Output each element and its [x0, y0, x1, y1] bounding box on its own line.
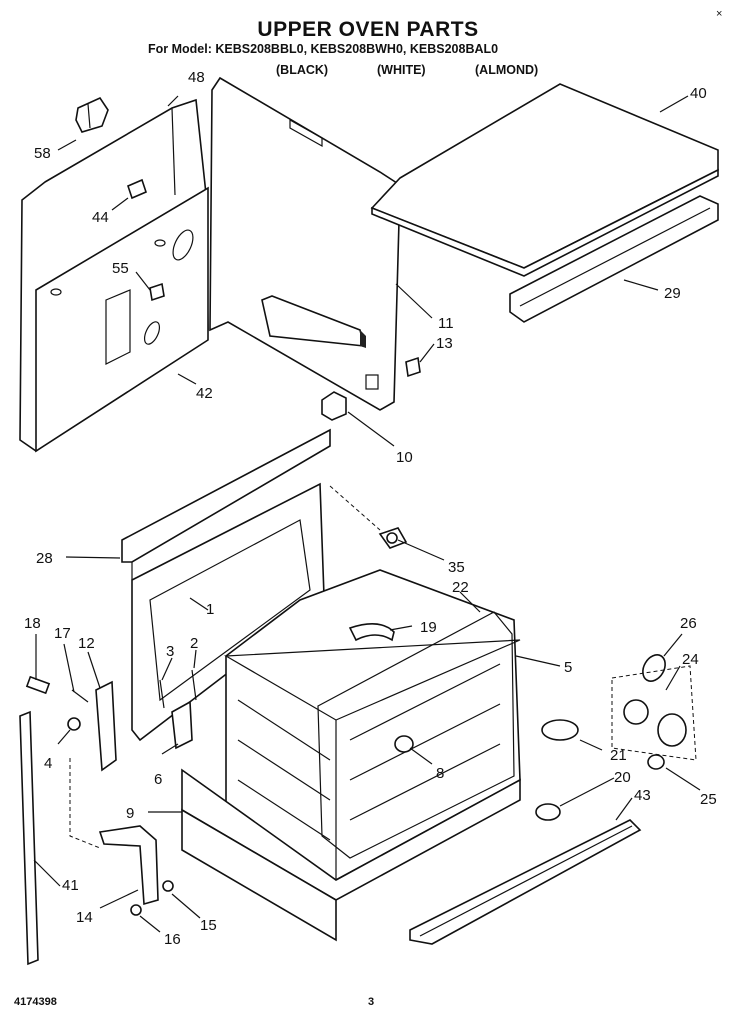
callout-2: 2 [190, 635, 198, 652]
document-number: 4174398 [14, 996, 57, 1008]
part-22-element [317, 611, 515, 859]
callout-4: 4 [44, 755, 52, 772]
callout-13: 13 [436, 335, 453, 352]
part-6-bracket [171, 700, 193, 750]
part-25-bulb [647, 754, 665, 770]
part-41-strip [19, 710, 39, 966]
part-4-nut [67, 717, 81, 731]
callout-16: 16 [164, 931, 181, 948]
part-24-light-socket [611, 665, 697, 761]
callout-44: 44 [92, 209, 109, 226]
callout-17: 17 [54, 625, 71, 642]
part-21-burner [541, 719, 579, 741]
callout-41: 41 [62, 877, 79, 894]
part-3-spring [159, 679, 165, 709]
part-43-rail [409, 819, 642, 945]
callout-42: 42 [196, 385, 213, 402]
diagram-title: UPPER OVEN PARTS [257, 18, 479, 41]
callout-6: 6 [154, 771, 162, 788]
callout-35: 35 [448, 559, 465, 576]
callout-26: 26 [680, 615, 697, 632]
part-17-pin [71, 689, 89, 703]
callout-25: 25 [700, 791, 717, 808]
part-12-hinge [95, 680, 117, 772]
part-2-spring [191, 669, 197, 701]
callout-24: 24 [682, 651, 699, 668]
callout-29: 29 [664, 285, 681, 302]
part-9-bottom-box [181, 768, 521, 942]
callout-3: 3 [166, 643, 174, 660]
part-5-oven-cavity [223, 569, 521, 881]
part-29-channel [509, 195, 719, 323]
model-numbers: For Model: KEBS208BBL0, KEBS208BWH0, KEB… [148, 42, 499, 56]
callout-43: 43 [634, 787, 651, 804]
callout-8: 8 [436, 765, 444, 782]
part-40-top-panel [370, 83, 719, 277]
callout-19: 19 [420, 619, 437, 636]
callout-48: 48 [188, 69, 205, 86]
page-number: 3 [368, 996, 375, 1008]
color-label-black: (BLACK) [276, 63, 329, 77]
part-48-rear-panel [19, 98, 209, 453]
callout-15: 15 [200, 917, 217, 934]
color-label-white: (WHITE) [377, 63, 426, 77]
callout-22: 22 [452, 579, 469, 596]
part-10-bracket [321, 391, 347, 421]
callout-1: 1 [206, 601, 214, 618]
part-55-clip [149, 282, 165, 302]
callout-58: 58 [34, 145, 51, 162]
part-14-hinge [98, 825, 159, 906]
callout-20: 20 [614, 769, 631, 786]
part-19-burner [348, 623, 395, 642]
callout-5: 5 [564, 659, 572, 676]
part-16-washer [130, 904, 142, 916]
part-35-sensor [378, 527, 408, 549]
callout-14: 14 [76, 909, 93, 926]
callout-28: 28 [36, 550, 53, 567]
part-11-side-panel [209, 76, 401, 411]
callout-11: 11 [438, 315, 454, 332]
part-15-screw [162, 880, 174, 892]
callout-labels: 48 58 44 55 42 40 29 11 13 10 28 35 22 1… [24, 69, 717, 948]
callout-40: 40 [690, 85, 707, 102]
part-26-ring [642, 654, 666, 682]
leader-lines [33, 95, 701, 933]
part-58-bracket [75, 96, 109, 133]
callout-55: 55 [112, 260, 129, 277]
part-13-clip [405, 356, 421, 378]
callout-18: 18 [24, 615, 41, 632]
callout-21: 21 [610, 747, 627, 764]
part-20-burner [535, 803, 561, 821]
corner-mark: × [716, 8, 723, 20]
callout-10: 10 [396, 449, 413, 466]
part-44-bracket [127, 178, 147, 200]
part-18-spring [25, 675, 51, 695]
callout-12: 12 [78, 635, 95, 652]
callout-9: 9 [126, 805, 134, 822]
color-label-almond: (ALMOND) [475, 63, 539, 77]
